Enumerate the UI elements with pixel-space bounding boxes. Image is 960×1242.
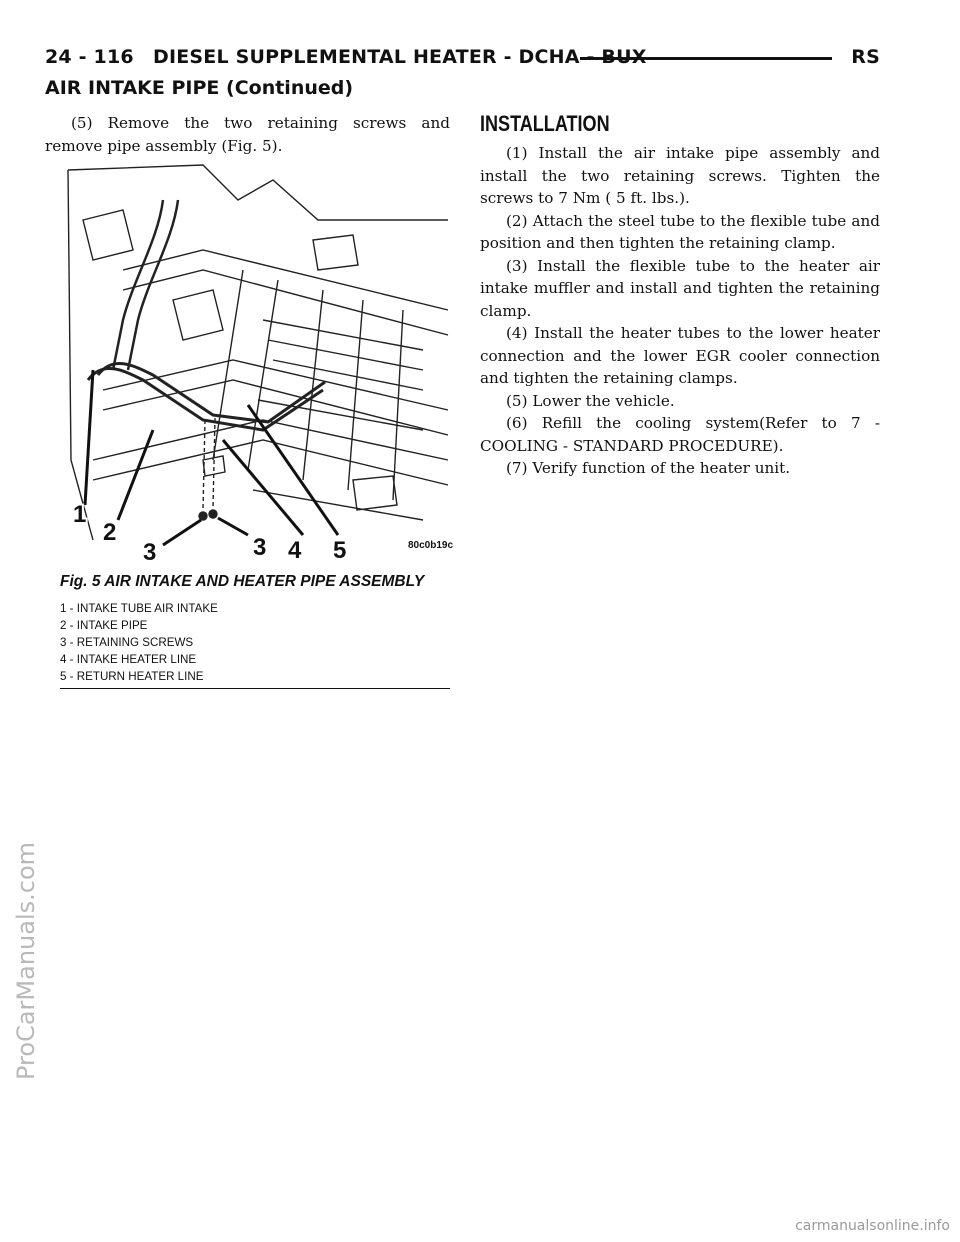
chapter-title: DIESEL SUPPLEMENTAL HEATER - DCHA - BUX <box>153 46 647 68</box>
right-column: INSTALLATION (1) Install the air intake … <box>480 112 880 480</box>
removal-step-5: (5) Remove the two retaining screws and … <box>45 114 450 155</box>
legend-item: 5 - RETURN HEATER LINE <box>60 670 204 683</box>
installation-step: (4) Install the heater tubes to the lowe… <box>480 324 880 387</box>
installation-step: (2) Attach the steel tube to the flexibl… <box>480 211 880 253</box>
installation-step: (5) Lower the vehicle. <box>506 391 675 410</box>
callout-5: 5 <box>333 537 346 564</box>
figure-illustration: 1 2 3 3 4 5 80c0b19c <box>67 164 453 568</box>
callout-3-right: 3 <box>253 534 266 561</box>
installation-step: (7) Verify function of the heater unit. <box>506 459 791 477</box>
legend-item: 1 - INTAKE TUBE AIR INTAKE <box>60 602 218 615</box>
header-rule <box>580 57 832 60</box>
installation-title: INSTALLATION <box>480 111 610 136</box>
legend-item: 2 - INTAKE PIPE <box>60 619 148 632</box>
legend-item: 3 - RETAINING SCREWS <box>60 636 194 649</box>
continued-heading: AIR INTAKE PIPE (Continued) <box>45 77 354 99</box>
callout-2: 2 <box>103 519 116 546</box>
installation-step: (6) Refill the cooling system(Refer to 7… <box>480 414 880 455</box>
figure-caption: Fig. 5 AIR INTAKE AND HEATER PIPE ASSEMB… <box>60 573 425 590</box>
left-column: (5) Remove the two retaining screws and … <box>45 112 450 157</box>
callout-1: 1 <box>73 501 86 528</box>
figure-legend: 1 - INTAKE TUBE AIR INTAKE 2 - INTAKE PI… <box>60 600 218 685</box>
footer-url: carmanualsonline.info <box>795 1218 950 1234</box>
image-code: 80c0b19c <box>408 540 453 551</box>
page-number: 24 - 116 <box>45 46 134 68</box>
installation-step: (3) Install the flexible tube to the hea… <box>480 256 880 320</box>
legend-item: 4 - INTAKE HEATER LINE <box>60 653 197 666</box>
watermark: ProCarManuals.com <box>12 841 40 1080</box>
model-code: RS <box>851 46 880 68</box>
callout-4: 4 <box>288 537 302 564</box>
page-header: 24 - 116 DIESEL SUPPLEMENTAL HEATER - DC… <box>45 42 880 72</box>
installation-step: (1) Install the air intake pipe assembly… <box>480 144 880 207</box>
legend-rule <box>60 688 450 689</box>
callout-3-left: 3 <box>143 539 156 566</box>
